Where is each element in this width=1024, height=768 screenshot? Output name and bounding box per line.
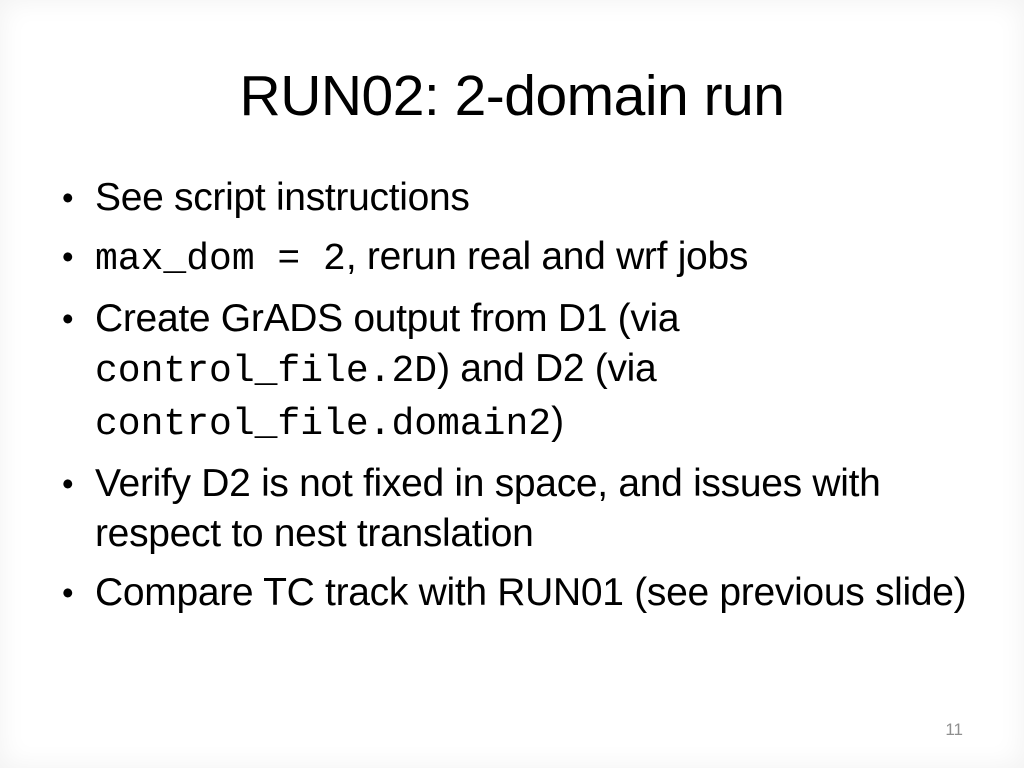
- text-run: Verify D2 is not fixed in space, and iss…: [95, 462, 881, 555]
- bullet-icon: •: [62, 300, 74, 337]
- text-run: Create GrADS output from D1 (via: [95, 297, 680, 340]
- text-run: See script instructions: [95, 176, 470, 219]
- bullet-icon: •: [62, 238, 74, 275]
- text-run: ): [551, 400, 564, 443]
- bullet-icon: •: [62, 465, 74, 502]
- bullet-item: • Create GrADS output from D1 (via contr…: [62, 294, 980, 450]
- bullet-icon: •: [62, 179, 74, 216]
- page-number: 11: [945, 720, 963, 739]
- slide-title: RUN02: 2-domain run: [239, 64, 785, 128]
- code-run: control_file.2D: [95, 350, 438, 393]
- bullet-item: • Verify D2 is not fixed in space, and i…: [62, 459, 980, 559]
- code-run: control_file.domain2: [95, 403, 552, 446]
- bullet-item: • max_dom = 2, rerun real and wrf jobs: [62, 232, 980, 285]
- text-run: ) and D2 (via: [437, 347, 657, 390]
- code-run: max_dom = 2: [95, 238, 346, 281]
- bullet-icon: •: [62, 574, 74, 611]
- bullet-item: • Compare TC track with RUN01 (see previ…: [62, 568, 980, 618]
- text-run: , rerun real and wrf jobs: [345, 235, 749, 278]
- bullet-item: • See script instructions: [62, 173, 980, 223]
- text-run: Compare TC track with RUN01 (see previou…: [95, 571, 967, 614]
- bullet-list: • See script instructions • max_dom = 2,…: [62, 173, 980, 618]
